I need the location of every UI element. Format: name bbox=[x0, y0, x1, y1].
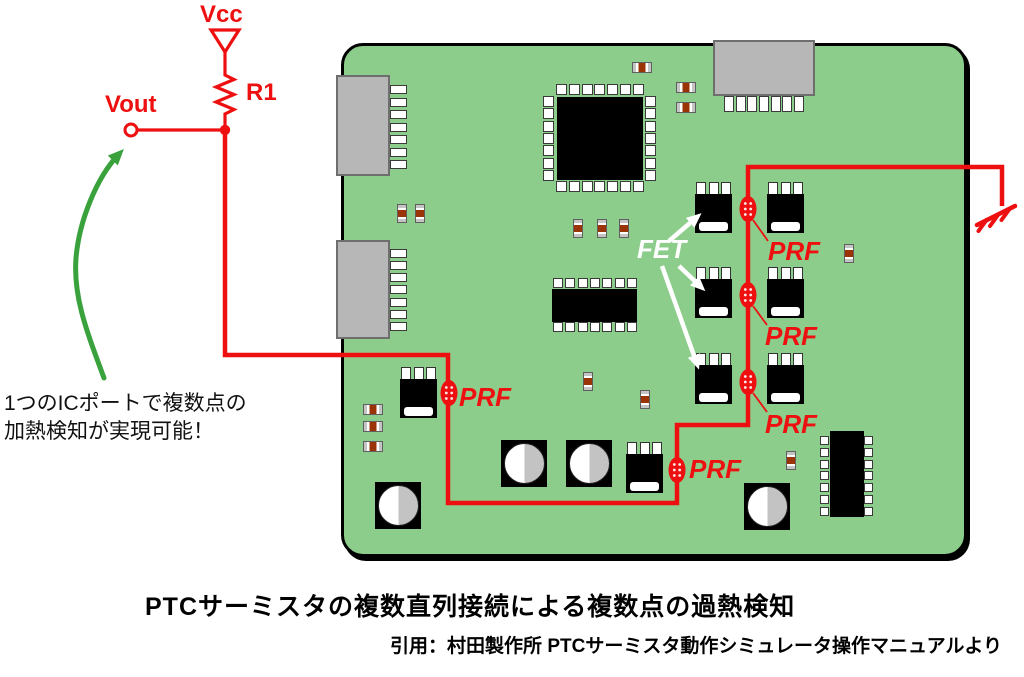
r1-label: R1 bbox=[246, 79, 277, 106]
annotation-note-line1: 1つのICポートで複数点の bbox=[4, 392, 247, 415]
transistor-tab bbox=[699, 393, 728, 402]
transistor-6 bbox=[767, 353, 804, 404]
chip-resistor bbox=[573, 219, 583, 238]
chip-resistor bbox=[632, 62, 652, 73]
capacitor-disc bbox=[568, 443, 610, 484]
chip-resistor bbox=[363, 421, 383, 432]
capacitor-3 bbox=[566, 440, 612, 487]
connector-top-pins bbox=[724, 96, 804, 113]
connector-left-lower-pins bbox=[390, 249, 408, 331]
soic-chip bbox=[552, 289, 637, 322]
chip-resistor bbox=[844, 244, 854, 263]
capacitor-4 bbox=[744, 483, 790, 530]
capacitor-disc bbox=[503, 443, 545, 484]
chip-resistor bbox=[363, 404, 383, 415]
vcc-label: Vcc bbox=[200, 1, 243, 28]
chip-resistor bbox=[786, 451, 796, 470]
capacitor-disc bbox=[746, 486, 788, 527]
transistor-tab bbox=[404, 407, 433, 416]
qfp-pins-top bbox=[556, 84, 644, 96]
connector-top bbox=[713, 40, 815, 96]
annotation-note: 1つのICポートで複数点の 加熱検知が実現可能！ bbox=[4, 390, 247, 446]
vout-label: Vout bbox=[105, 91, 157, 118]
prf-label-1: PRF bbox=[459, 382, 511, 412]
transistor-tab bbox=[630, 482, 659, 491]
green-annotation-arrow bbox=[73, 148, 124, 381]
chip-resistor bbox=[619, 219, 629, 238]
figure-citation: 引用：村田製作所 PTCサーミスタ動作シミュレータ操作マニュアルより bbox=[390, 636, 1002, 657]
prf-label-2: PRF bbox=[689, 454, 741, 484]
transistor-tab bbox=[771, 307, 800, 316]
fet-transistor-2 bbox=[695, 267, 732, 318]
transistor-2 bbox=[767, 182, 804, 233]
capacitor-2 bbox=[501, 440, 547, 487]
annotation-note-line2: 加熱検知が実現可能！ bbox=[4, 420, 214, 443]
capacitor-disc bbox=[377, 485, 419, 526]
chip-resistor bbox=[640, 390, 650, 409]
wire-junction-dot bbox=[219, 124, 231, 136]
transistor-7 bbox=[400, 367, 437, 418]
soic-pins-top bbox=[553, 278, 637, 289]
fet-transistor-1 bbox=[695, 182, 732, 233]
dip-chip bbox=[830, 431, 864, 517]
resistor-r1-symbol bbox=[211, 52, 239, 131]
connector-left-lower bbox=[336, 240, 390, 339]
qfp-pins-bottom bbox=[556, 181, 644, 193]
fet-transistor-3 bbox=[695, 353, 732, 404]
chip-resistor bbox=[676, 102, 696, 113]
chip-resistor bbox=[583, 372, 593, 391]
transistor-4 bbox=[767, 267, 804, 318]
prf-label-4: PRF bbox=[765, 321, 817, 351]
chip-resistor bbox=[597, 219, 607, 238]
chip-resistor bbox=[415, 204, 425, 223]
fet-label: FET bbox=[637, 234, 687, 264]
transistor-tab bbox=[771, 393, 800, 402]
qfp-pins-left bbox=[543, 96, 555, 181]
dip-pins-left bbox=[820, 436, 830, 516]
prf-label-3: PRF bbox=[768, 236, 820, 266]
transistor-tab bbox=[699, 307, 728, 316]
prf-label-5: PRF bbox=[765, 409, 817, 439]
chip-resistor bbox=[397, 204, 407, 223]
connector-left-upper-pins bbox=[390, 85, 408, 169]
dip-pins-right bbox=[864, 436, 874, 516]
qfp-pins-right bbox=[645, 96, 657, 181]
vcc-symbol bbox=[208, 28, 242, 55]
qfp-chip bbox=[557, 97, 643, 180]
chip-resistor bbox=[676, 82, 696, 93]
transistor-8 bbox=[626, 442, 663, 493]
ground-symbol bbox=[974, 203, 1018, 233]
transistor-tab bbox=[699, 222, 728, 231]
connector-left-upper bbox=[336, 75, 390, 176]
soic-pins-bottom bbox=[553, 322, 637, 333]
figure-title: PTCサーミスタの複数直列接続による複数点の過熱検知 bbox=[145, 593, 796, 621]
capacitor-1 bbox=[375, 482, 421, 529]
chip-resistor bbox=[363, 441, 383, 452]
transistor-tab bbox=[771, 222, 800, 231]
vout-terminal bbox=[123, 122, 139, 138]
